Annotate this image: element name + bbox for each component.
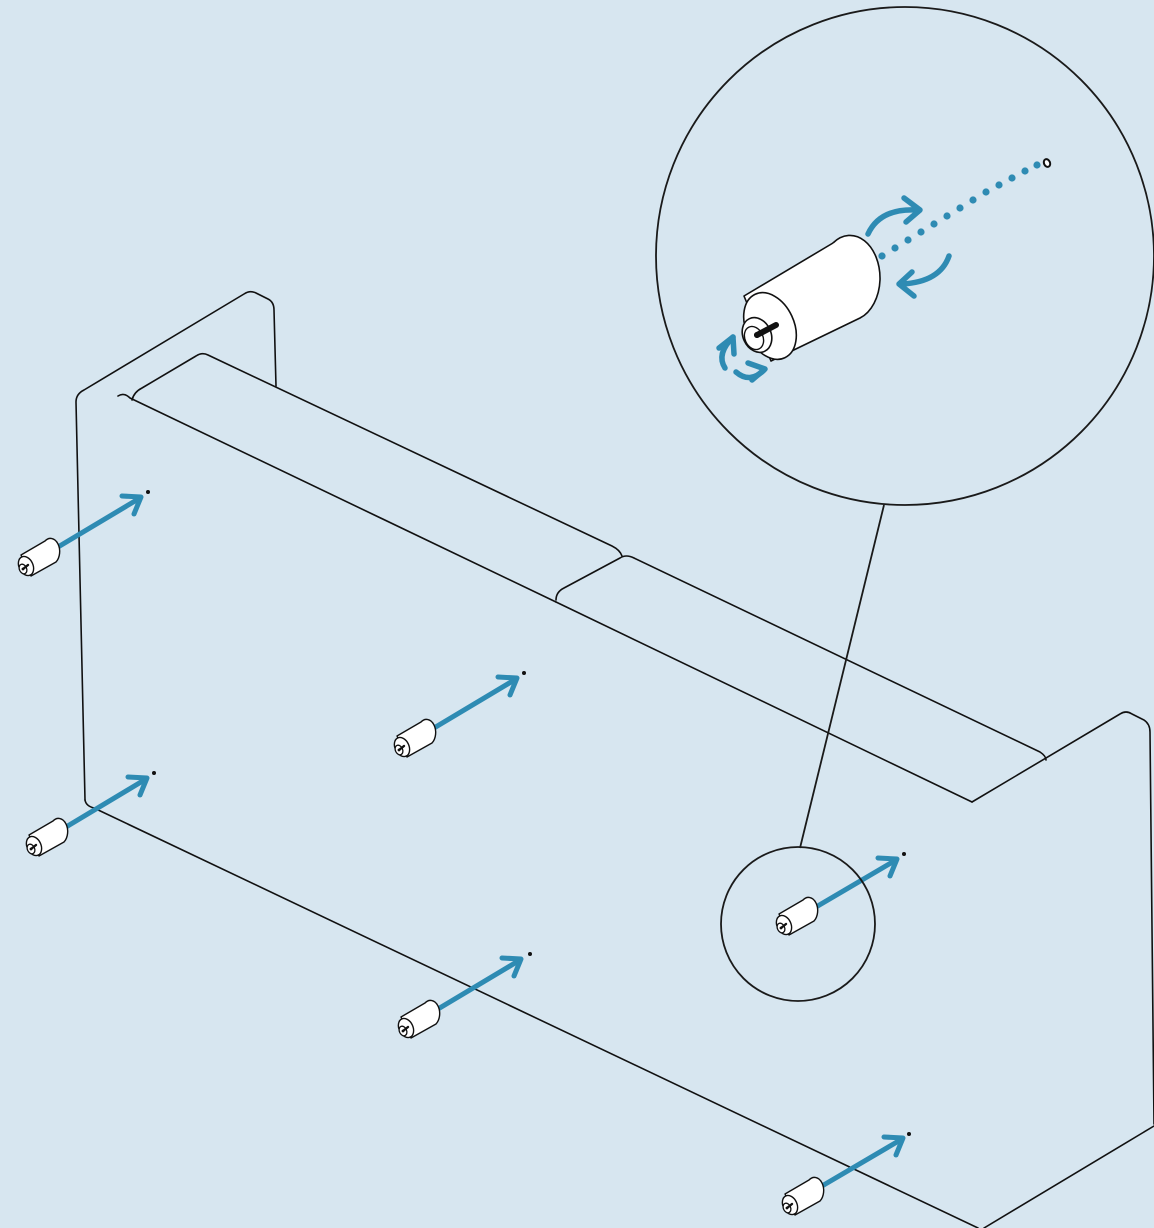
sofa-left-side-panel bbox=[75, 290, 277, 801]
arrow-head bbox=[495, 674, 520, 698]
rotate-clockwise-arrow-icon bbox=[865, 207, 920, 237]
leg-hole bbox=[522, 671, 526, 675]
leg-hole bbox=[152, 771, 156, 775]
leg-hole bbox=[528, 952, 532, 956]
sofa-cushion-left bbox=[131, 352, 623, 557]
insertion-path-dots bbox=[878, 161, 1041, 260]
foot-insert-3 bbox=[22, 774, 150, 860]
foot-insert-5 bbox=[772, 855, 900, 939]
sofa-bottom-right-edge bbox=[983, 1125, 1154, 1228]
arrow-head bbox=[125, 774, 150, 798]
sofa-foot bbox=[394, 999, 441, 1042]
insert-arrow bbox=[431, 676, 519, 731]
sofa-foot bbox=[390, 718, 437, 761]
sofa-right-side-panel bbox=[971, 711, 1154, 1125]
rotate-arrows-base bbox=[716, 334, 768, 383]
insert-arrow bbox=[813, 857, 899, 910]
sofa-foot-large bbox=[741, 234, 881, 362]
arrow-head bbox=[881, 1134, 906, 1158]
rotate-clockwise-arrow-icon bbox=[899, 253, 952, 287]
sofa-cushion-right bbox=[555, 555, 1047, 761]
arrow-head bbox=[119, 493, 144, 517]
foot-insert-2 bbox=[390, 674, 520, 761]
target-hole-icon bbox=[1042, 158, 1052, 168]
sofa-foot bbox=[22, 817, 69, 860]
insert-arrow bbox=[435, 957, 523, 1012]
leg-hole bbox=[902, 852, 906, 856]
leg-holes bbox=[146, 490, 911, 1136]
sofa-bottom-edge bbox=[84, 799, 979, 1228]
foot-insert-6 bbox=[778, 1134, 906, 1219]
insert-arrow bbox=[63, 776, 149, 830]
sofa-rear-line bbox=[555, 601, 973, 803]
insert-arrow bbox=[819, 1136, 905, 1189]
sofa-frame bbox=[75, 290, 1154, 1228]
foot-insert-4 bbox=[394, 955, 524, 1042]
callout-small-ring bbox=[720, 846, 876, 1002]
arrow-head bbox=[875, 855, 900, 879]
detail-zoom bbox=[655, 6, 1154, 506]
rotate-arrows-top bbox=[865, 195, 952, 299]
sofa-back-edge bbox=[117, 393, 557, 603]
sofa-foot bbox=[778, 1176, 825, 1219]
sofa-foot bbox=[772, 896, 819, 939]
callout-leader-line bbox=[799, 504, 885, 849]
leg-hole bbox=[146, 490, 150, 494]
leg-hole bbox=[907, 1132, 911, 1136]
sofa-foot bbox=[14, 537, 61, 580]
arrow-head bbox=[499, 955, 524, 979]
foot-insert-1 bbox=[14, 493, 144, 580]
insert-arrow bbox=[55, 495, 143, 550]
detail-zoom-circle bbox=[655, 6, 1154, 506]
